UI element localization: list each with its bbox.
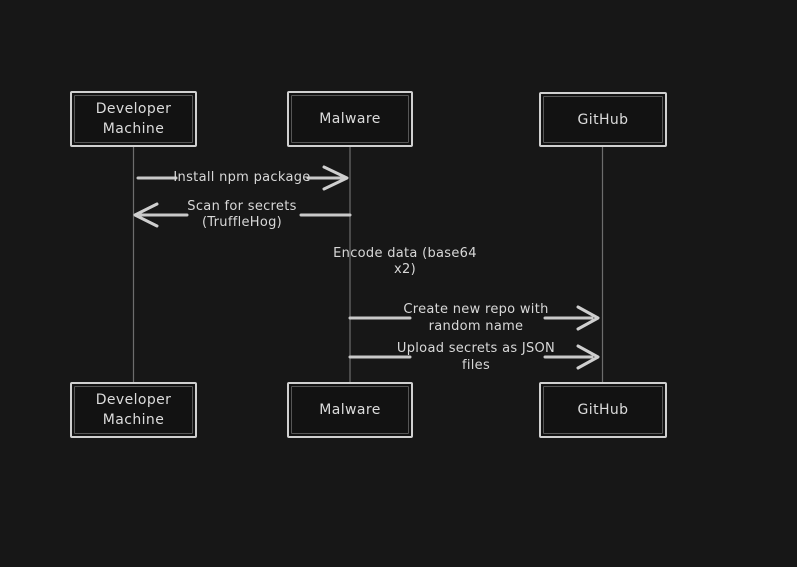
actor-box-github-bottom: GitHub xyxy=(539,382,667,438)
actor-label: Developer xyxy=(95,392,172,408)
actor-box-developer-machine-bottom: Developer Machine xyxy=(70,382,197,438)
actor-label: Machine xyxy=(102,121,165,137)
message-1-label: Install npm package xyxy=(173,170,311,185)
actor-label: GitHub xyxy=(577,111,629,128)
actor-box-malware-bottom: Malware xyxy=(287,382,413,438)
message-label-line: (TruffleHog) xyxy=(201,215,283,230)
message-label-line: Create new repo with xyxy=(403,302,549,317)
message-label-line: x2) xyxy=(394,262,416,277)
message-2-label: Scan for secrets (TruffleHog) xyxy=(162,199,322,231)
actor-label: Developer xyxy=(95,101,172,117)
message-label-line: Upload secrets as JSON xyxy=(396,341,556,356)
message-4-arrowhead-right xyxy=(576,305,600,331)
actor-label: Machine xyxy=(102,412,165,428)
message-5-arrowhead-right xyxy=(576,344,600,370)
message-4-label: Create new repo with random name xyxy=(386,302,566,335)
message-5-label: Upload secrets as JSON files xyxy=(386,341,566,374)
message-3-label-self-message: Encode data (base64 x2) xyxy=(330,246,480,278)
message-label-line: Encode data (base64 xyxy=(333,246,477,261)
message-label-line: Scan for secrets xyxy=(187,199,297,214)
message-2-arrowhead-left xyxy=(133,202,159,228)
message-1-arrowhead-right xyxy=(322,165,349,191)
actor-label: GitHub xyxy=(577,402,629,418)
actor-box-developer-machine-top: Developer Machine xyxy=(70,91,197,147)
actor-box-malware-top: Malware xyxy=(287,91,413,147)
actor-box-github-top: GitHub xyxy=(539,92,667,147)
actor-label: Malware xyxy=(319,111,381,127)
message-label-line: files xyxy=(461,357,491,373)
actor-label: Malware xyxy=(319,402,381,418)
message-label-line: random name xyxy=(428,318,524,334)
